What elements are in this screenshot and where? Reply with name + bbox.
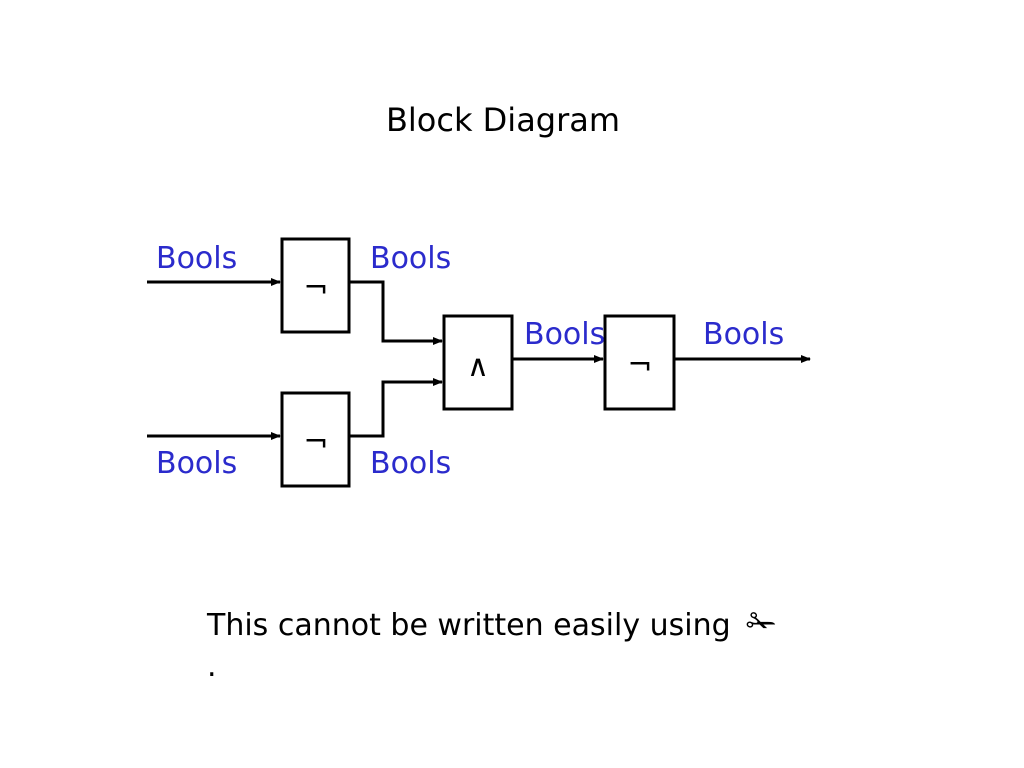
not-gate-final — [603, 314, 676, 411]
label-final-output: Bools — [703, 317, 784, 352]
and-gate-symbol: ∧ — [467, 349, 489, 384]
scissors-icon: ✁ — [746, 603, 777, 644]
caption-text: This cannot be written easily using — [207, 608, 731, 643]
wire-not-top-to-and — [349, 280, 443, 345]
label-not-top-output: Bools — [370, 241, 451, 276]
slide-title: Block Diagram — [385, 101, 621, 139]
label-and-output: Bools — [524, 317, 605, 352]
not-gate-final-symbol: ¬ — [627, 348, 652, 383]
not-gate-top-symbol: ¬ — [303, 271, 328, 306]
and-gate — [442, 314, 514, 411]
label-input-top: Bools — [156, 241, 237, 276]
not-gate-bottom-symbol: ¬ — [303, 425, 328, 460]
caption: This cannot be written easily using ✁ — [207, 600, 776, 650]
wire-not-bottom-to-and — [349, 378, 443, 438]
not-gate-top — [280, 237, 351, 334]
caption-trailing-period: . — [207, 649, 217, 684]
label-input-bottom: Bools — [156, 446, 237, 481]
label-not-bottom-output: Bools — [370, 446, 451, 481]
not-gate-bottom — [280, 391, 351, 488]
